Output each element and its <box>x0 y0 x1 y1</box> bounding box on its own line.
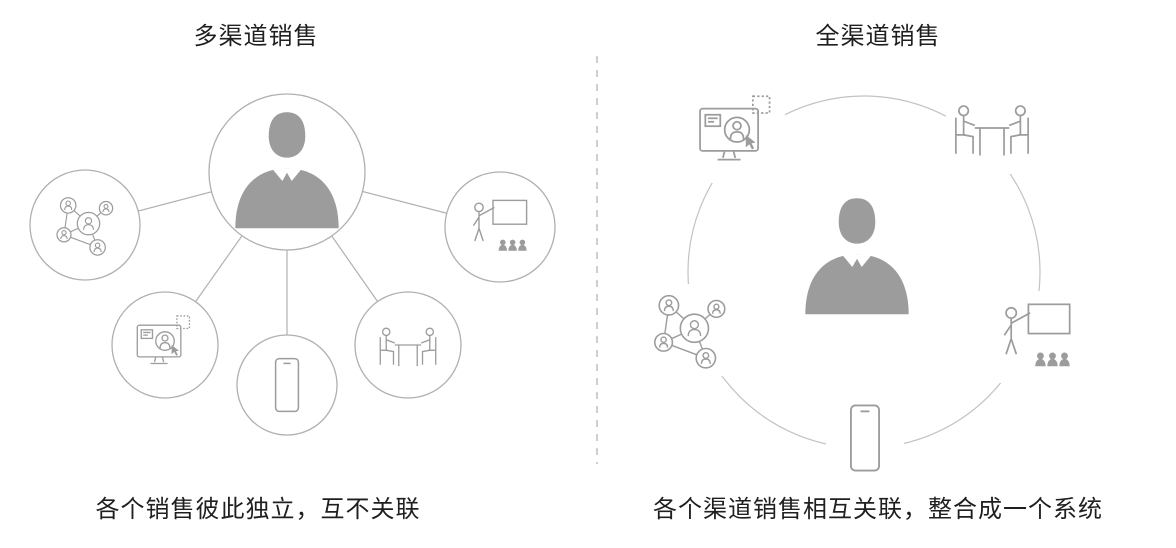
multichannel-diagram <box>29 93 556 436</box>
divider-dashed-line <box>596 56 598 464</box>
node-circle <box>111 291 219 399</box>
left-panel-title: 多渠道销售 <box>193 24 319 50</box>
node-circle <box>236 334 338 436</box>
left-panel-caption: 各个销售彼此独立，互不关联 <box>95 497 421 523</box>
right-panel-caption: 各个渠道销售相互关联，整合成一个系统 <box>653 497 1103 523</box>
node-circle <box>444 171 556 283</box>
businessman-icon <box>805 198 909 315</box>
omnichannel-diagram <box>644 82 1083 477</box>
right-panel-title: 全渠道销售 <box>815 24 941 50</box>
